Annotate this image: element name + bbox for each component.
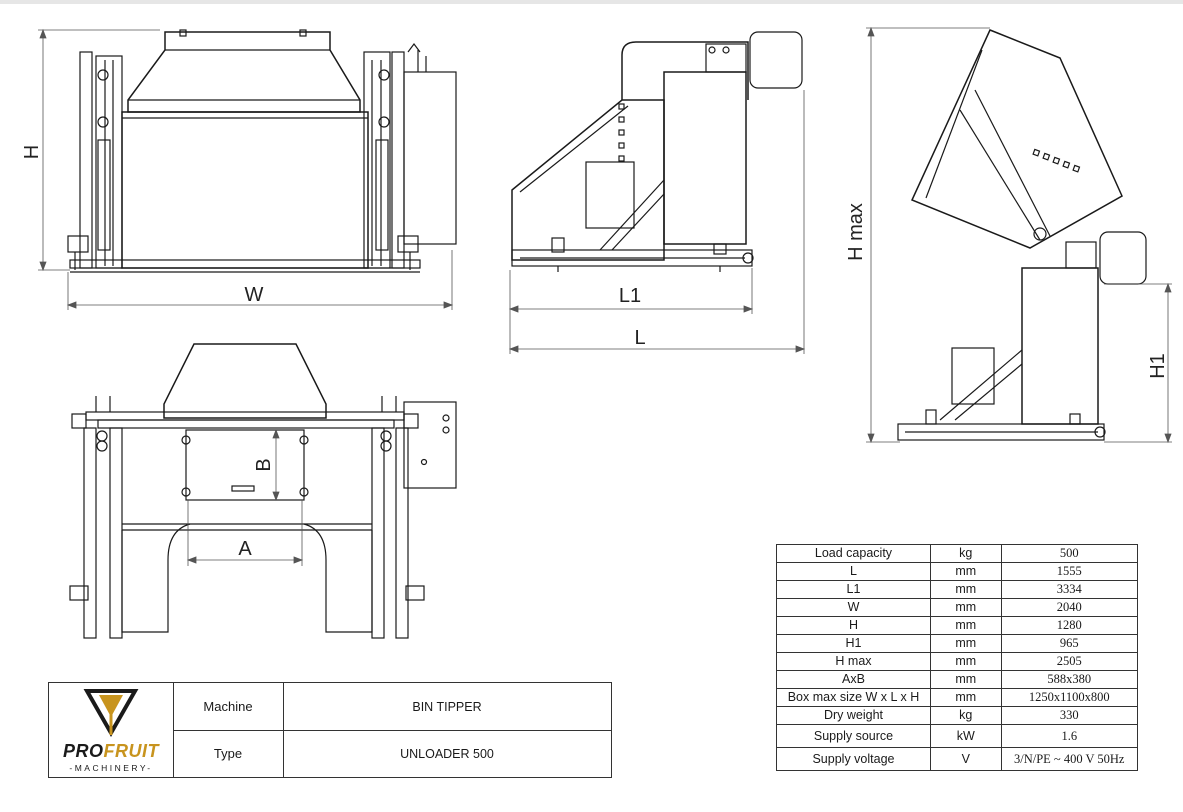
dimension-w bbox=[66, 250, 454, 310]
spec-param: Supply source bbox=[776, 724, 931, 748]
spec-unit: mm bbox=[929, 616, 1002, 635]
machine-value: BIN TIPPER bbox=[412, 699, 482, 714]
type-row: Type UNLOADER 500 bbox=[173, 730, 611, 777]
title-block: PROFRUIT -MACHINERY- Machine BIN TIPPER … bbox=[48, 682, 612, 778]
spec-param: Box max size W x L x H bbox=[776, 688, 931, 707]
spec-value: 3/N/PE ~ 400 V 50Hz bbox=[1000, 747, 1138, 771]
label-a: A bbox=[238, 538, 252, 560]
spec-value: 1280 bbox=[1000, 616, 1138, 635]
top-divider bbox=[0, 0, 1183, 4]
spec-unit: kg bbox=[929, 706, 1002, 725]
brand-subtitle: -MACHINERY- bbox=[69, 763, 153, 773]
spec-unit: mm bbox=[929, 634, 1002, 653]
spec-unit: mm bbox=[929, 652, 1002, 671]
machine-row: Machine BIN TIPPER bbox=[173, 683, 611, 731]
brand-logo: PROFRUIT -MACHINERY- bbox=[49, 683, 174, 777]
spec-param: Dry weight bbox=[776, 706, 931, 725]
spec-unit: kg bbox=[929, 544, 1002, 563]
spec-value: 588x380 bbox=[1000, 670, 1138, 689]
tipped-view bbox=[897, 29, 1147, 441]
spec-unit: mm bbox=[929, 670, 1002, 689]
spec-unit: V bbox=[929, 747, 1002, 771]
dimension-b bbox=[272, 428, 280, 502]
spec-unit: mm bbox=[929, 580, 1002, 599]
brand-pro: PRO bbox=[62, 741, 104, 761]
spec-value: 1250x1100x800 bbox=[1000, 688, 1138, 707]
spec-unit: mm bbox=[929, 688, 1002, 707]
spec-unit: mm bbox=[929, 598, 1002, 617]
dimension-h1 bbox=[1104, 282, 1172, 444]
label-b: B bbox=[253, 458, 275, 471]
label-w: W bbox=[245, 284, 264, 306]
spec-param: H1 bbox=[776, 634, 931, 653]
spec-param: H max bbox=[776, 652, 931, 671]
label-l1: L1 bbox=[619, 285, 641, 307]
label-h1: H1 bbox=[1147, 353, 1169, 379]
dimension-l1 bbox=[508, 268, 754, 354]
spec-value: 2040 bbox=[1000, 598, 1138, 617]
spec-unit: mm bbox=[929, 562, 1002, 581]
brand-fruit: FRUIT bbox=[103, 741, 159, 761]
machine-label: Machine bbox=[173, 683, 284, 730]
spec-value: 1.6 bbox=[1000, 724, 1138, 748]
spec-value: 2505 bbox=[1000, 652, 1138, 671]
spec-param: H bbox=[776, 616, 931, 635]
label-h: H bbox=[21, 145, 43, 159]
spec-param: Supply voltage bbox=[776, 747, 931, 771]
spec-param: W bbox=[776, 598, 931, 617]
dimension-h bbox=[38, 28, 160, 272]
spec-value: 500 bbox=[1000, 544, 1138, 563]
type-label: Type bbox=[173, 730, 284, 777]
spec-value: 1555 bbox=[1000, 562, 1138, 581]
spec-param: L bbox=[776, 562, 931, 581]
side-view bbox=[511, 31, 803, 272]
type-value: UNLOADER 500 bbox=[400, 746, 494, 761]
spec-value: 330 bbox=[1000, 706, 1138, 725]
spec-param: Load capacity bbox=[776, 544, 931, 563]
spec-value: 965 bbox=[1000, 634, 1138, 653]
brand-mark-icon bbox=[83, 689, 139, 738]
spec-unit: kW bbox=[929, 724, 1002, 748]
label-h-max: H max bbox=[845, 203, 867, 261]
front-view bbox=[67, 29, 457, 273]
spec-value: 3334 bbox=[1000, 580, 1138, 599]
spec-param: L1 bbox=[776, 580, 931, 599]
dimension-a bbox=[186, 500, 304, 566]
top-view bbox=[69, 343, 457, 639]
dimension-l bbox=[508, 90, 806, 354]
brand-name: PROFRUIT bbox=[49, 741, 173, 762]
spec-param: AxB bbox=[776, 670, 931, 689]
dimension-h-max bbox=[866, 26, 990, 444]
label-l: L bbox=[634, 327, 645, 349]
